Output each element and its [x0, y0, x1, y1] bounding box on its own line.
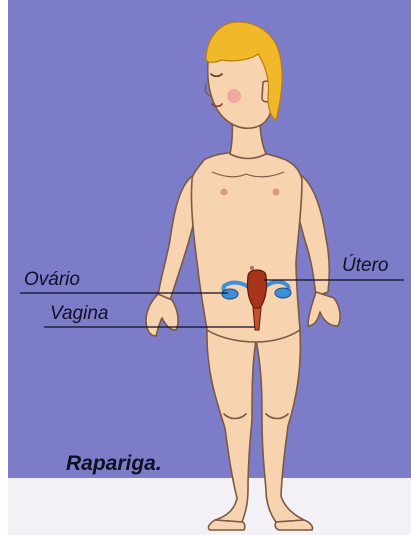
utero-label: Útero — [342, 256, 388, 275]
vagina-label: Vagina — [50, 304, 108, 323]
cheek — [227, 89, 241, 103]
right-ovary — [275, 288, 291, 298]
ovario-label: Ovário — [24, 270, 80, 289]
caption: Rapariga. — [66, 453, 162, 474]
right-nipple — [273, 189, 280, 196]
left-foot — [208, 520, 244, 530]
left-ovary — [222, 289, 238, 299]
torso — [191, 152, 302, 342]
navel — [250, 266, 254, 270]
right-foot — [275, 520, 312, 530]
left-nipple — [221, 189, 228, 196]
uterus — [247, 270, 266, 308]
